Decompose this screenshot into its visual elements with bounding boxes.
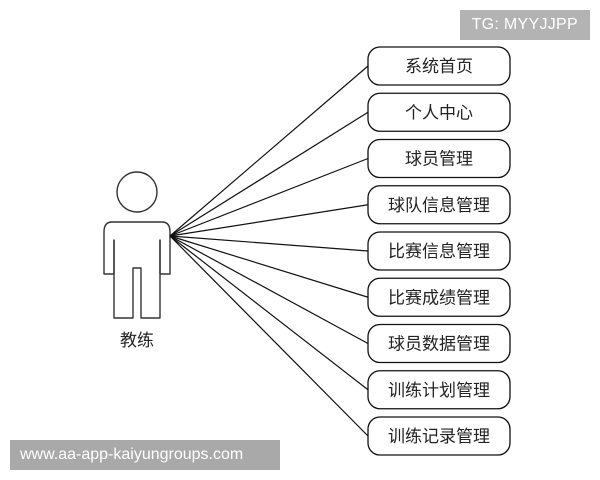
- use-case-box: 比赛信息管理: [367, 231, 511, 271]
- use-case-shape: [367, 416, 511, 456]
- use-case-shape: [367, 138, 511, 179]
- association-line: [169, 157, 369, 237]
- actor-figure: [103, 171, 171, 319]
- use-case-shape: [367, 231, 511, 271]
- use-case-list: 系统首页个人中心球员管理球队信息管理比赛信息管理比赛成绩管理球员数据管理训练计划…: [367, 46, 511, 456]
- use-case-label: 个人中心: [405, 103, 473, 123]
- use-case-shape: [367, 92, 511, 132]
- use-case-label: 球员数据管理: [388, 335, 490, 355]
- use-case-box: 比赛成绩管理: [367, 277, 511, 317]
- association-line: [169, 111, 369, 237]
- actor-head: [116, 171, 158, 213]
- association-line: [169, 204, 369, 237]
- actor-body: [103, 221, 171, 319]
- use-case-label: 训练计划管理: [388, 381, 490, 401]
- use-case-box: 训练计划管理: [367, 370, 511, 410]
- use-case-label: 比赛信息管理: [388, 241, 490, 262]
- use-case-shape: [367, 277, 511, 317]
- use-case-box: 球员数据管理: [367, 323, 511, 364]
- use-case-label: 系统首页: [405, 57, 473, 77]
- use-case-shape: [367, 185, 511, 225]
- use-case-label: 球队信息管理: [388, 196, 490, 216]
- actor-name: 教练: [120, 331, 154, 351]
- use-case-shape: [367, 46, 511, 86]
- tg-watermark: TG: MYYJJPP: [459, 10, 590, 40]
- use-case-label: 训练记录管理: [388, 427, 490, 447]
- use-case-shape: [367, 323, 511, 364]
- url-watermark: www.aa-app-kaiyungroups.com: [10, 440, 280, 470]
- use-case-box: 训练记录管理: [367, 416, 511, 456]
- association-line: [169, 235, 369, 437]
- association-line: [169, 235, 369, 298]
- use-case-label: 比赛成绩管理: [388, 287, 490, 308]
- association-line: [169, 235, 369, 391]
- association-line: [169, 65, 369, 237]
- use-case-label: 球员管理: [405, 150, 473, 170]
- use-case-box: 个人中心: [367, 92, 511, 132]
- association-lines: [169, 65, 369, 437]
- use-case-shape: [367, 370, 511, 410]
- use-case-box: 系统首页: [367, 46, 511, 86]
- use-case-box: 球员管理: [367, 138, 511, 179]
- association-line: [169, 235, 369, 252]
- association-line: [169, 235, 369, 345]
- use-case-box: 球队信息管理: [367, 185, 511, 225]
